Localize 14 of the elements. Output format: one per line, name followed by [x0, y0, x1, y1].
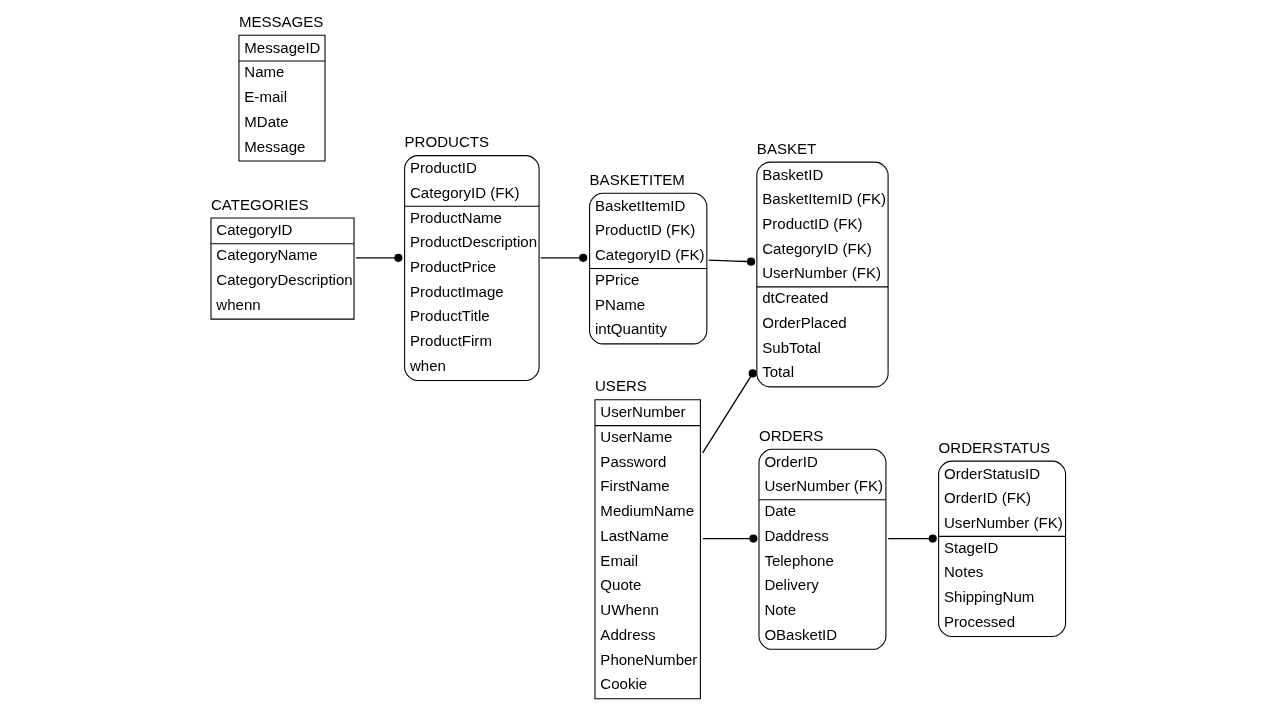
node-label: USERS — [594, 377, 647, 395]
node-label: CATEGORIES — [210, 195, 309, 213]
node-label: ORDERSTATUS — [938, 438, 1051, 456]
connector — [708, 257, 756, 266]
connector — [540, 253, 588, 262]
node-label: ORDERS — [759, 426, 824, 444]
connector — [702, 369, 757, 454]
connector — [355, 253, 403, 262]
node-label: MESSAGES — [238, 12, 324, 30]
node-label: BASKET — [756, 139, 817, 157]
node-label: PRODUCTS — [404, 133, 490, 151]
connector — [702, 534, 758, 543]
node-label: BASKETITEM — [589, 170, 685, 188]
connector — [887, 534, 937, 543]
